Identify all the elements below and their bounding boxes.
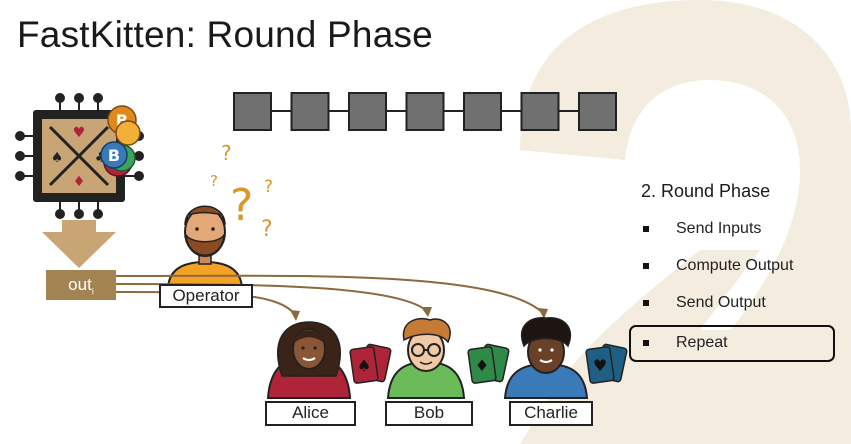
operator-label: Operator bbox=[159, 284, 253, 308]
chain-block bbox=[290, 92, 330, 131]
phase-step-send-output: Send Output bbox=[632, 286, 832, 323]
cpu-chip-icon: ♥ ♦ ♠ ♣ bbox=[15, 93, 144, 219]
output-box: outi bbox=[46, 270, 116, 300]
chain-block bbox=[520, 92, 560, 131]
player-label-charlie: Charlie bbox=[509, 401, 593, 426]
slide-title: FastKitten: Round Phase bbox=[17, 14, 433, 55]
playing-cards-icon: ♠ bbox=[349, 343, 392, 384]
phase-steps-list: Send Inputs Compute Output Send Output R… bbox=[629, 212, 838, 362]
chain-block bbox=[405, 92, 445, 131]
chain-block bbox=[233, 92, 272, 131]
question-mark: ? bbox=[261, 217, 273, 242]
player-label-bob: Bob bbox=[385, 401, 473, 426]
card-suit: ♦ bbox=[475, 356, 489, 375]
svg-text:♥: ♥ bbox=[73, 125, 86, 141]
svg-text:♠: ♠ bbox=[51, 150, 64, 166]
phase-step-repeat: Repeat bbox=[629, 325, 835, 362]
playing-cards-icon: ♥ bbox=[585, 343, 628, 384]
bullet-icon bbox=[643, 226, 649, 232]
card-suit: ♥ bbox=[593, 356, 607, 375]
player-label-alice: Alice bbox=[265, 401, 356, 426]
bullet-icon bbox=[643, 263, 649, 269]
svg-text:B: B bbox=[108, 146, 120, 165]
chain-block bbox=[348, 92, 387, 131]
blockchain bbox=[233, 92, 617, 131]
phase-step-send-inputs: Send Inputs bbox=[632, 212, 832, 249]
phase-step-compute-output: Compute Output bbox=[632, 249, 832, 286]
question-mark: ? bbox=[221, 141, 232, 165]
phase-step-label: Compute Output bbox=[676, 257, 794, 274]
phase-step-label: Send Output bbox=[676, 294, 766, 311]
alice-avatar bbox=[266, 321, 352, 399]
phase-step-label: Repeat bbox=[676, 334, 728, 351]
output-arrow-icon bbox=[42, 220, 116, 268]
playing-cards-icon: ♦ bbox=[467, 343, 510, 384]
bullet-icon bbox=[643, 340, 649, 346]
bullet-icon bbox=[643, 300, 649, 306]
phase-title: 2. Round Phase bbox=[641, 181, 771, 201]
phase-step-label: Send Inputs bbox=[676, 220, 762, 237]
question-mark: ? bbox=[264, 177, 273, 197]
question-mark: ? bbox=[210, 172, 218, 190]
output-subscript: i bbox=[91, 286, 94, 297]
question-mark: ? bbox=[230, 180, 253, 231]
bitcoin-coins-icon: B B bbox=[100, 105, 141, 177]
bob-avatar bbox=[386, 317, 466, 399]
charlie-avatar bbox=[503, 317, 589, 399]
svg-text:♦: ♦ bbox=[73, 174, 86, 190]
card-suit: ♠ bbox=[357, 356, 371, 375]
chain-block bbox=[463, 92, 502, 131]
chain-block bbox=[578, 92, 617, 131]
output-label: out bbox=[68, 275, 92, 294]
confusion-marks: ? ? ? ? ? bbox=[210, 141, 273, 242]
